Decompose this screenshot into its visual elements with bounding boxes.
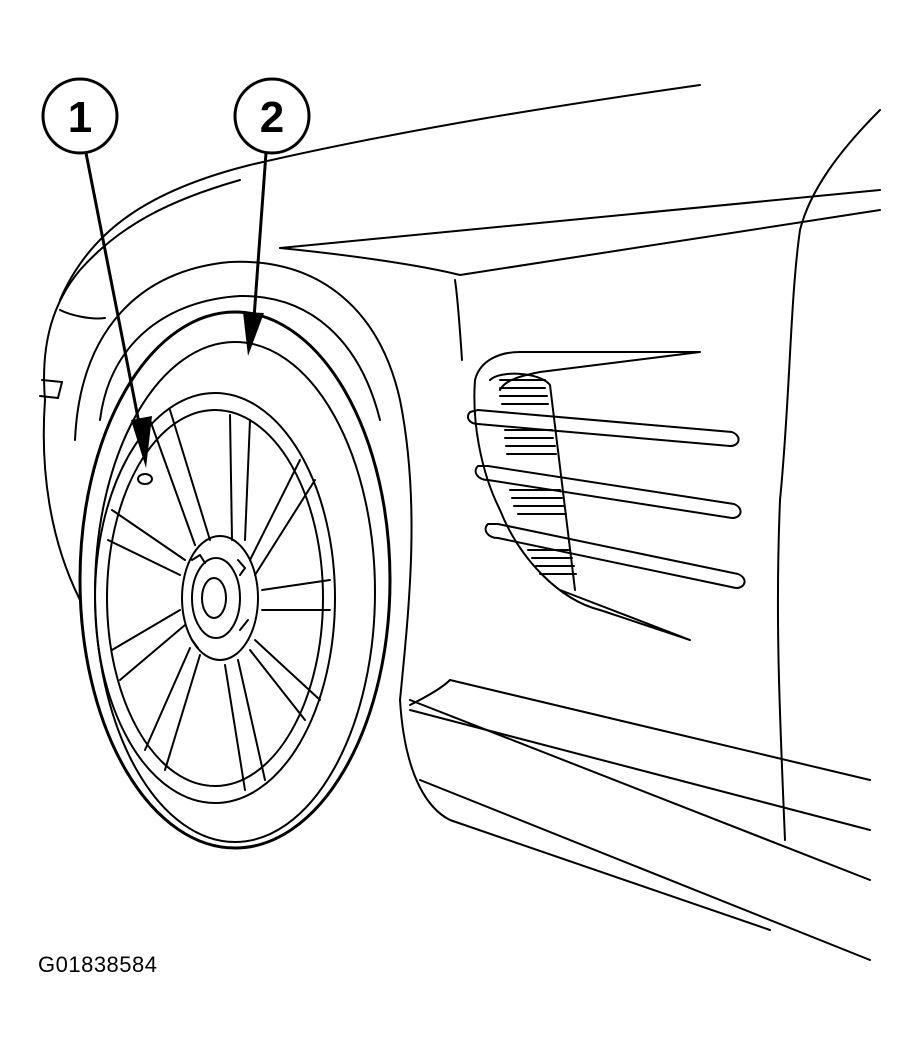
callout-1-arrowhead (131, 416, 152, 468)
fender-body (39, 84, 881, 841)
callout-2-arrowhead (243, 312, 264, 356)
wheel-hub (181, 535, 259, 661)
wheel-spokes (107, 409, 331, 791)
callout-1: 1 (41, 77, 152, 468)
callout-2-label: 2 (260, 93, 284, 142)
wheel-spoke-hole (137, 473, 153, 485)
rocker-panel (409, 679, 871, 961)
wheel-arch (74, 260, 451, 821)
callout-2: 2 (233, 77, 311, 356)
wheel-rim (94, 392, 336, 804)
callout-1-label: 1 (68, 93, 92, 142)
tire (78, 310, 392, 850)
figure-id: G01838584 (38, 952, 158, 977)
side-vent (467, 351, 746, 641)
